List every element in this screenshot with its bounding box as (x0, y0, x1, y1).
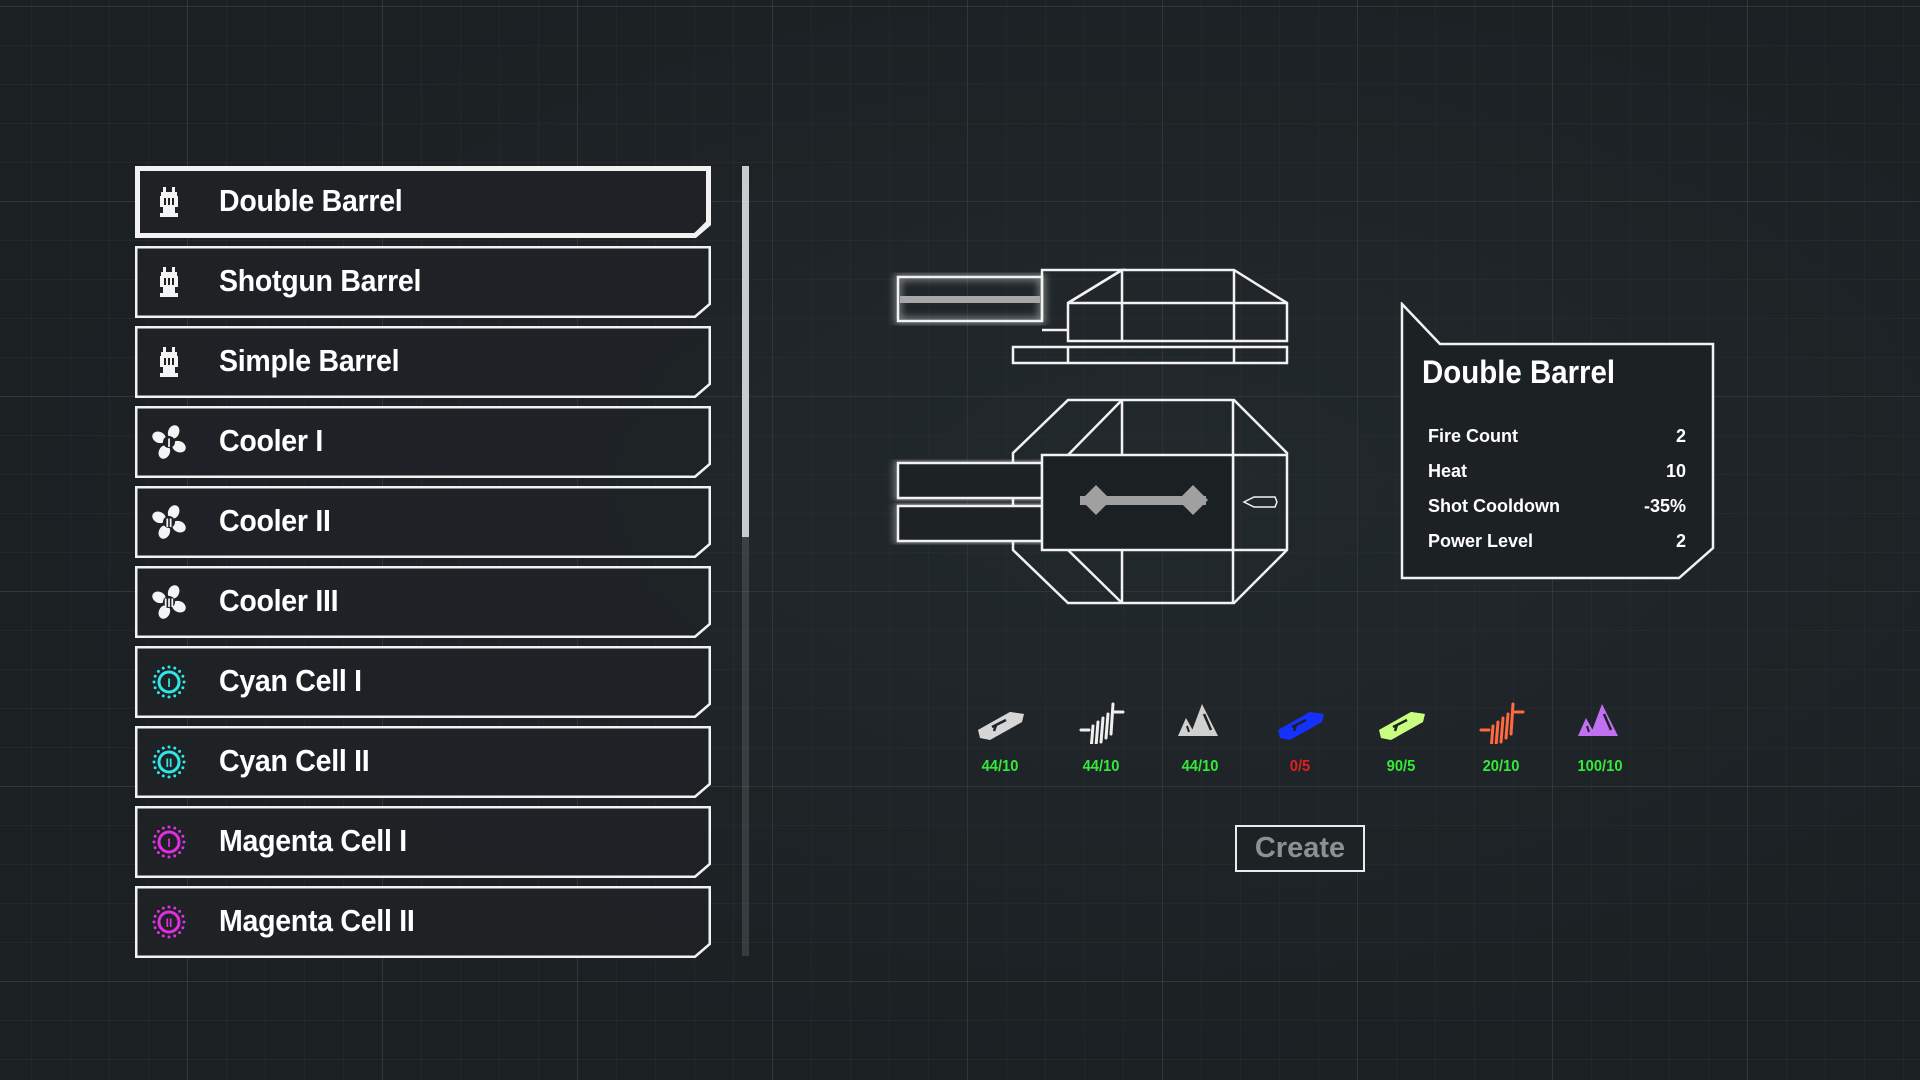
wire-icon (1056, 700, 1146, 744)
ingot-icon (1356, 700, 1446, 744)
resource-amount: 44/10 (1181, 758, 1219, 775)
stat-value: -35% (1643, 496, 1686, 516)
list-item-cyan-cell-ii[interactable]: II Cyan Cell II (135, 726, 711, 798)
item-frame (135, 166, 711, 238)
cell-icon: I (151, 664, 187, 700)
item-label: Double Barrel (219, 183, 403, 218)
item-label: Shotgun Barrel (219, 263, 422, 298)
cell-icon: I (151, 824, 187, 860)
item-frame (135, 406, 711, 478)
fan-icon: I (151, 424, 187, 460)
resource-requirement: 44/10 (1155, 700, 1245, 776)
resource-requirement: 44/10 (955, 700, 1045, 776)
svg-text:III: III (164, 596, 174, 610)
resource-requirement: 90/5 (1356, 700, 1446, 776)
barrel-icon (151, 184, 187, 220)
item-label: Cyan Cell I (219, 663, 362, 698)
item-frame (135, 646, 711, 718)
wire-icon (1456, 700, 1546, 744)
crystal-icon (1555, 700, 1645, 744)
list-item-cyan-cell-i[interactable]: I Cyan Cell I (135, 646, 711, 718)
ingot-icon (955, 700, 1045, 744)
item-frame (135, 886, 711, 958)
item-frame (135, 486, 711, 558)
item-label: Magenta Cell I (219, 823, 407, 858)
list-item-cooler-iii[interactable]: III Cooler III (135, 566, 711, 638)
stat-row: Heat 10 (1428, 461, 1686, 482)
stat-value: 10 (1665, 461, 1686, 481)
svg-text:I: I (167, 436, 170, 450)
resource-amount: 100/10 (1577, 758, 1623, 775)
cell-icon: II (151, 744, 187, 780)
stat-value: 2 (1675, 426, 1686, 446)
resource-amount: 90/5 (1386, 758, 1416, 775)
stat-value: 2 (1675, 531, 1686, 551)
resource-requirement: 20/10 (1456, 700, 1546, 776)
item-label: Cooler II (219, 503, 331, 538)
item-label: Magenta Cell II (219, 903, 415, 938)
list-item-cooler-ii[interactable]: II Cooler II (135, 486, 711, 558)
stat-row: Fire Count 2 (1428, 426, 1686, 447)
bullet-icon (1242, 496, 1278, 508)
list-item-simple-barrel[interactable]: Simple Barrel (135, 326, 711, 398)
svg-text:I: I (167, 836, 170, 850)
barrel-icon (151, 264, 187, 300)
svg-text:II: II (166, 756, 173, 770)
stat-name: Heat (1428, 461, 1468, 481)
stat-name: Power Level (1428, 531, 1534, 551)
stat-row: Shot Cooldown -35% (1428, 496, 1686, 517)
turret-blueprint (895, 268, 1289, 605)
stat-name: Shot Cooldown (1428, 496, 1560, 516)
svg-text:II: II (166, 516, 173, 530)
item-label: Simple Barrel (219, 343, 400, 378)
ingot-icon (1255, 700, 1345, 744)
list-scrollbar[interactable] (742, 166, 749, 956)
resource-requirement: 44/10 (1056, 700, 1146, 776)
item-frame (135, 326, 711, 398)
item-frame (135, 726, 711, 798)
item-frame (135, 246, 711, 318)
list-item-shotgun-barrel[interactable]: Shotgun Barrel (135, 246, 711, 318)
barrel-icon (151, 344, 187, 380)
item-label: Cyan Cell II (219, 743, 370, 778)
resource-requirement: 0/5 (1255, 700, 1345, 776)
barrel-glow (900, 296, 1040, 303)
list-item-double-barrel[interactable]: Double Barrel (135, 166, 711, 238)
resource-requirement: 100/10 (1555, 700, 1645, 776)
side-view (895, 268, 1289, 365)
item-frame (135, 806, 711, 878)
fan-icon: II (151, 504, 187, 540)
stat-name: Fire Count (1428, 426, 1518, 446)
list-item-cooler-i[interactable]: I Cooler I (135, 406, 711, 478)
svg-text:I: I (167, 676, 170, 690)
item-label: Cooler I (219, 423, 323, 458)
scrollbar-thumb[interactable] (742, 166, 749, 538)
resource-amount: 20/10 (1482, 758, 1520, 775)
stat-row: Power Level 2 (1428, 531, 1686, 552)
create-button[interactable]: Create (1235, 825, 1365, 872)
top-view (895, 398, 1289, 605)
fan-icon: III (151, 584, 187, 620)
list-item-magenta-cell-i[interactable]: I Magenta Cell I (135, 806, 711, 878)
item-frame (135, 566, 711, 638)
item-label: Cooler III (219, 583, 339, 618)
list-item-magenta-cell-ii[interactable]: II Magenta Cell II (135, 886, 711, 958)
crystal-icon (1155, 700, 1245, 744)
cell-icon: II (151, 904, 187, 940)
svg-text:II: II (166, 916, 173, 930)
panel-frame (1400, 302, 1715, 580)
resource-amount: 44/10 (1082, 758, 1120, 775)
resource-amount: 44/10 (981, 758, 1019, 775)
resource-amount: 0/5 (1289, 758, 1311, 775)
details-title: Double Barrel (1422, 354, 1616, 390)
